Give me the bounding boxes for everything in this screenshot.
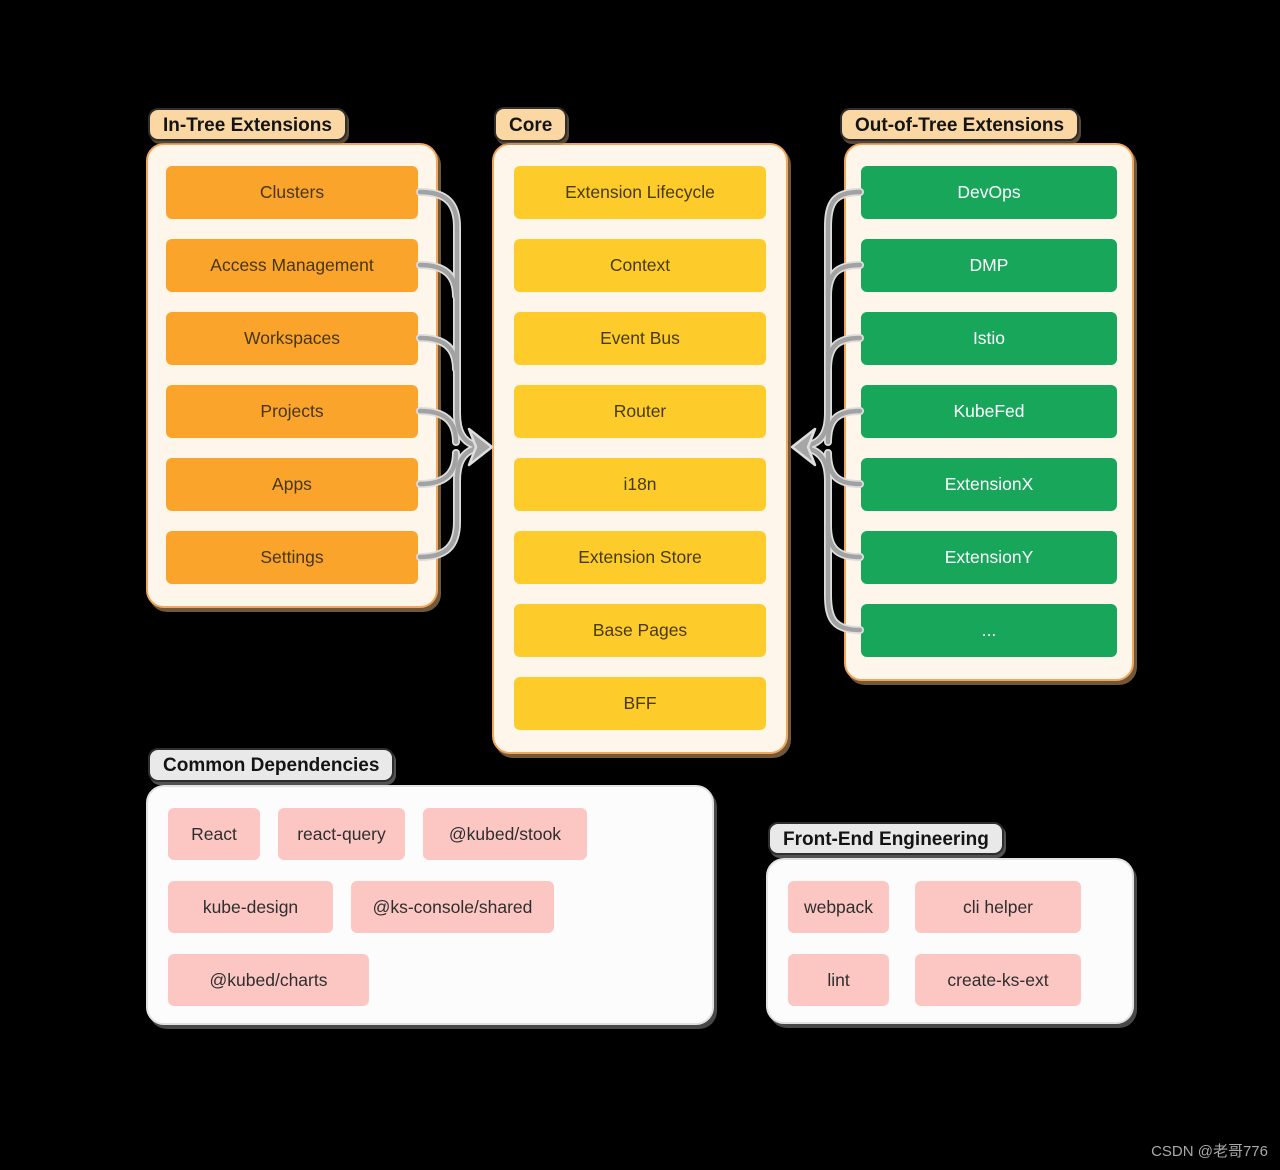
core-item-context: Context	[514, 239, 766, 292]
out-of-tree-item-istio: Istio	[861, 312, 1117, 365]
out-of-tree-item-devops: DevOps	[861, 166, 1117, 219]
tool-chip-webpack: webpack	[788, 881, 889, 933]
front-end-engineering-row: lint create-ks-ext	[788, 954, 1112, 1006]
core-item-extension-lifecycle: Extension Lifecycle	[514, 166, 766, 219]
front-end-engineering-panel: webpack cli helper lint create-ks-ext	[766, 858, 1134, 1024]
in-tree-item-workspaces: Workspaces	[166, 312, 418, 365]
in-tree-item-clusters: Clusters	[166, 166, 418, 219]
tool-chip-create-ks-ext: create-ks-ext	[915, 954, 1081, 1006]
common-dependencies-row: React react-query @kubed/stook	[168, 808, 692, 860]
dependency-chip-kubed-stook: @kubed/stook	[423, 808, 587, 860]
out-of-tree-extensions-title: Out-of-Tree Extensions	[840, 108, 1080, 141]
out-of-tree-item-dmp: DMP	[861, 239, 1117, 292]
dependency-chip-ks-console-shared: @ks-console/shared	[351, 881, 554, 933]
in-tree-item-projects: Projects	[166, 385, 418, 438]
out-of-tree-extensions-panel: DevOps DMP Istio KubeFed ExtensionX Exte…	[844, 143, 1134, 681]
in-tree-extensions-title: In-Tree Extensions	[148, 108, 347, 141]
arrow-left-icon	[790, 427, 817, 467]
front-end-engineering-row: webpack cli helper	[788, 881, 1112, 933]
in-tree-item-access-management: Access Management	[166, 239, 418, 292]
arrow-right-icon	[467, 427, 494, 467]
out-of-tree-item-kubefed: KubeFed	[861, 385, 1117, 438]
dependency-chip-kube-design: kube-design	[168, 881, 333, 933]
common-dependencies-row: @kubed/charts	[168, 954, 692, 1006]
in-tree-item-apps: Apps	[166, 458, 418, 511]
core-item-event-bus: Event Bus	[514, 312, 766, 365]
core-item-bff: BFF	[514, 677, 766, 730]
common-dependencies-row: kube-design @ks-console/shared	[168, 881, 692, 933]
dependency-chip-react-query: react-query	[278, 808, 405, 860]
core-item-router: Router	[514, 385, 766, 438]
common-dependencies-panel: React react-query @kubed/stook kube-desi…	[146, 785, 714, 1025]
core-item-extension-store: Extension Store	[514, 531, 766, 584]
watermark: CSDN @老哥776	[1151, 1143, 1268, 1160]
dependency-chip-kubed-charts: @kubed/charts	[168, 954, 369, 1006]
dependency-chip-react: React	[168, 808, 260, 860]
core-item-base-pages: Base Pages	[514, 604, 766, 657]
core-panel: Extension Lifecycle Context Event Bus Ro…	[492, 143, 788, 754]
tool-chip-lint: lint	[788, 954, 889, 1006]
in-tree-extensions-panel: Clusters Access Management Workspaces Pr…	[146, 143, 438, 608]
tool-chip-cli-helper: cli helper	[915, 881, 1081, 933]
common-dependencies-title: Common Dependencies	[148, 748, 395, 782]
out-of-tree-item-more: ...	[861, 604, 1117, 657]
out-of-tree-item-extensiony: ExtensionY	[861, 531, 1117, 584]
in-tree-item-settings: Settings	[166, 531, 418, 584]
core-item-i18n: i18n	[514, 458, 766, 511]
front-end-engineering-title: Front-End Engineering	[768, 822, 1004, 855]
core-title: Core	[494, 107, 568, 142]
out-of-tree-item-extensionx: ExtensionX	[861, 458, 1117, 511]
